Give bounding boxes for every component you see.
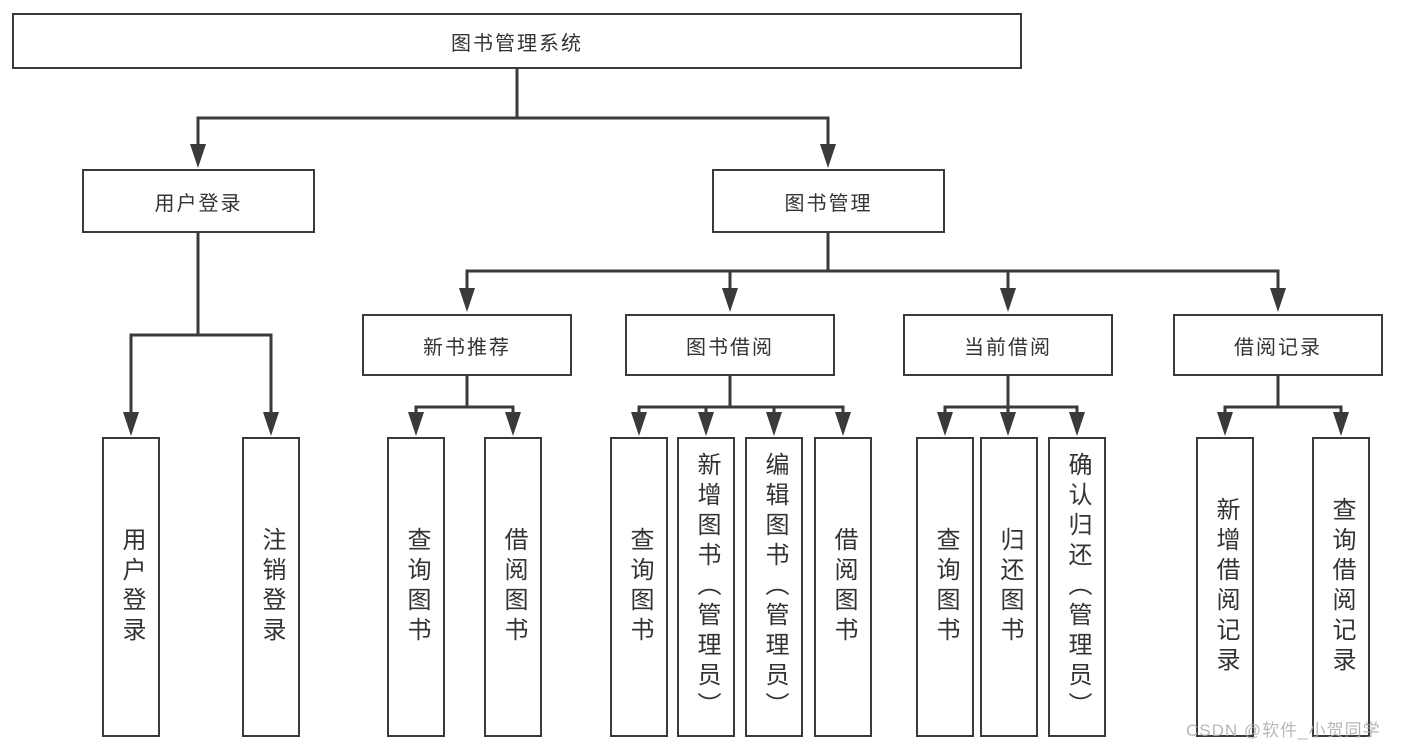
leaf-confirm-return-admin: 确认归还（管理员） — [1048, 437, 1106, 737]
arrowheads — [123, 144, 1349, 436]
leaf-user-login: 用户登录 — [102, 437, 160, 737]
arrow-icon — [1000, 288, 1016, 312]
arrow-icon — [1270, 288, 1286, 312]
arrow-icon — [766, 412, 782, 436]
leaf-borrow-books-recommend-label: 借阅图书 — [500, 527, 527, 647]
arrow-icon — [1069, 412, 1085, 436]
node-current-borrowing: 当前借阅 — [903, 314, 1113, 376]
leaf-query-borrow-record: 查询借阅记录 — [1312, 437, 1370, 737]
leaf-query-books-current: 查询图书 — [916, 437, 974, 737]
leaf-add-book-admin-label: 新增图书（管理员） — [693, 452, 720, 722]
leaf-query-borrow-record-label: 查询借阅记录 — [1328, 497, 1355, 677]
arrow-icon — [937, 412, 953, 436]
connector-borrowing-records — [1223, 374, 1343, 418]
leaf-logout: 注销登录 — [242, 437, 300, 737]
leaf-query-books-current-label: 查询图书 — [932, 527, 959, 647]
leaf-edit-book-admin-label: 编辑图书（管理员） — [761, 452, 788, 722]
connector-strokes — [129, 67, 1343, 418]
leaf-add-borrow-record-label: 新增借阅记录 — [1212, 497, 1239, 677]
arrow-icon — [505, 412, 521, 436]
connector-root — [196, 67, 830, 148]
connector-new-book-recommendation — [414, 374, 515, 418]
leaf-return-book-label: 归还图书 — [996, 527, 1023, 647]
connector-book-borrowing — [637, 374, 845, 418]
leaf-logout-label: 注销登录 — [258, 527, 285, 647]
leaf-borrow-books-borrowing: 借阅图书 — [814, 437, 872, 737]
arrow-icon — [631, 412, 647, 436]
leaf-query-books-borrowing: 查询图书 — [610, 437, 668, 737]
arrow-icon — [263, 412, 279, 436]
arrow-icon — [1217, 412, 1233, 436]
node-borrowing-records-label: 借阅记录 — [1234, 336, 1322, 359]
leaf-query-books-recommend: 查询图书 — [387, 437, 445, 737]
leaf-add-borrow-record: 新增借阅记录 — [1196, 437, 1254, 737]
node-book-borrowing-label: 图书借阅 — [686, 336, 774, 359]
leaf-query-books-recommend-label: 查询图书 — [403, 527, 430, 647]
arrow-icon — [190, 144, 206, 168]
arrow-icon — [408, 412, 424, 436]
leaf-add-book-admin: 新增图书（管理员） — [677, 437, 735, 737]
leaf-borrow-books-recommend: 借阅图书 — [484, 437, 542, 737]
connector-book-management — [465, 231, 1280, 294]
node-book-management-label: 图书管理 — [784, 192, 873, 215]
arrow-icon — [722, 288, 738, 312]
node-root: 图书管理系统 — [12, 13, 1022, 69]
node-current-borrowing-label: 当前借阅 — [964, 336, 1052, 359]
node-new-book-recommendation-label: 新书推荐 — [423, 336, 511, 359]
leaf-return-book: 归还图书 — [980, 437, 1038, 737]
arrow-icon — [820, 144, 836, 168]
arrow-icon — [1333, 412, 1349, 436]
arrow-icon — [1000, 412, 1016, 436]
arrow-icon — [459, 288, 475, 312]
node-borrowing-records: 借阅记录 — [1173, 314, 1383, 376]
connector-current-borrowing — [943, 374, 1079, 418]
arrow-icon — [698, 412, 714, 436]
node-new-book-recommendation: 新书推荐 — [362, 314, 572, 376]
watermark: CSDN @软件_小贺同学 — [1186, 721, 1381, 740]
arrow-icon — [123, 412, 139, 436]
leaf-confirm-return-admin-label: 确认归还（管理员） — [1064, 452, 1091, 722]
node-user-login-label: 用户登录 — [154, 192, 243, 215]
leaf-edit-book-admin: 编辑图书（管理员） — [745, 437, 803, 737]
arrow-icon — [835, 412, 851, 436]
leaf-user-login-label: 用户登录 — [118, 527, 145, 647]
connector-user-login — [129, 231, 273, 418]
leaf-query-books-borrowing-label: 查询图书 — [626, 527, 653, 647]
node-root-label: 图书管理系统 — [451, 32, 583, 55]
node-book-borrowing: 图书借阅 — [625, 314, 835, 376]
node-book-management: 图书管理 — [712, 169, 945, 233]
leaf-borrow-books-borrowing-label: 借阅图书 — [830, 527, 857, 647]
node-user-login: 用户登录 — [82, 169, 315, 233]
